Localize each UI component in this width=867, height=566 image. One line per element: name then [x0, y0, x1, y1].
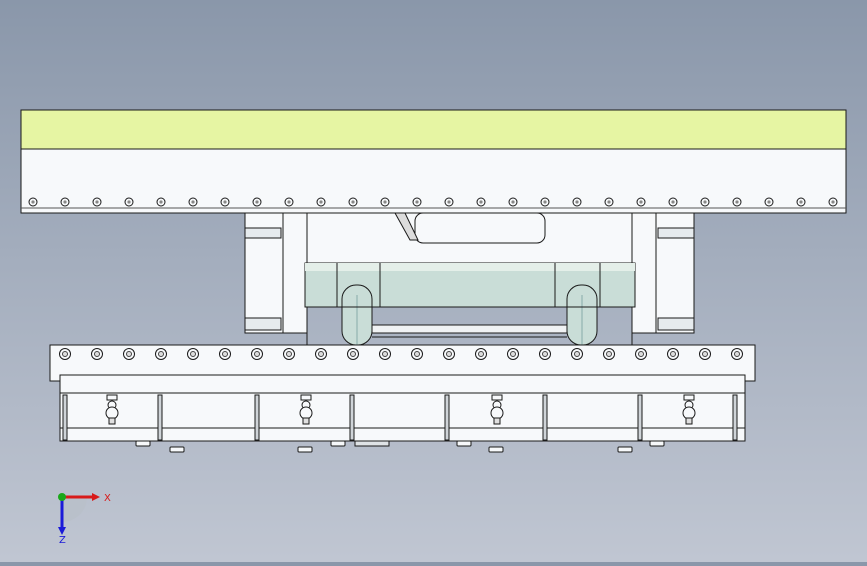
bottom-bolt [379, 348, 391, 360]
pin-assembly [105, 394, 119, 425]
base-foot [169, 446, 185, 453]
base-center-block [354, 440, 390, 447]
base-post [62, 394, 68, 441]
bottom-bolt [411, 348, 423, 360]
top-plate-bolts [28, 197, 838, 207]
top-bolt [92, 197, 102, 207]
base-foot [617, 446, 633, 453]
base-foot [135, 440, 151, 447]
bottom-bolt [219, 348, 231, 360]
bottom-bolt [731, 348, 743, 360]
bottom-bolt [155, 348, 167, 360]
top-bolt [124, 197, 134, 207]
top-bolt [380, 197, 390, 207]
bottom-bolt [123, 348, 135, 360]
pin-assembly [299, 394, 313, 425]
top-bolt [636, 197, 646, 207]
top-bolt [220, 197, 230, 207]
base-foot [297, 446, 313, 453]
z-arrow-head [58, 527, 66, 535]
base-spacers [62, 394, 738, 441]
bottom-bolt [59, 348, 71, 360]
top-bolt [732, 197, 742, 207]
top-bolt [572, 197, 582, 207]
top-plate-face [20, 109, 847, 150]
base-post [254, 394, 260, 441]
bottom-plate-bolts [59, 348, 743, 360]
top-bolt [796, 197, 806, 207]
top-bolt [284, 197, 294, 207]
top-bolt [508, 197, 518, 207]
bottom-bolt [635, 348, 647, 360]
base-post [637, 394, 643, 441]
top-bolt [156, 197, 166, 207]
top-bolt [316, 197, 326, 207]
top-bolt [604, 197, 614, 207]
x-arrow-head [92, 493, 100, 501]
bottom-bolt [667, 348, 679, 360]
base-post [157, 394, 163, 441]
base-post [732, 394, 738, 441]
pin-assembly [682, 394, 696, 425]
base-foot [456, 440, 472, 447]
top-bolt [188, 197, 198, 207]
top-bolt [348, 197, 358, 207]
top-bolt [28, 197, 38, 207]
top-bolt [60, 197, 70, 207]
bottom-bolt [571, 348, 583, 360]
bottom-bolt [699, 348, 711, 360]
top-bolt [764, 197, 774, 207]
top-bolt [700, 197, 710, 207]
z-axis-label: Z [59, 535, 66, 546]
pin-assembly [490, 394, 504, 425]
coordinate-triad: X Z [58, 493, 111, 546]
top-bolt [668, 197, 678, 207]
base-post [349, 394, 355, 441]
bottom-bolt [315, 348, 327, 360]
base-foot [330, 440, 346, 447]
base-post [542, 394, 548, 441]
frame-slot [414, 212, 546, 244]
base-feet [135, 440, 665, 453]
bottom-bolt [187, 348, 199, 360]
bottom-bolt [603, 348, 615, 360]
top-bolt [252, 197, 262, 207]
top-bolt [476, 197, 486, 207]
bottom-bolt [251, 348, 263, 360]
bottom-bolt [91, 348, 103, 360]
bottom-bolt [283, 348, 295, 360]
middle-mechanism [244, 212, 695, 346]
top-bolt [540, 197, 550, 207]
top-plate-side [20, 148, 847, 214]
bottom-plate [49, 344, 756, 453]
bottom-bolt [475, 348, 487, 360]
base-post [444, 394, 450, 441]
bottom-bolt [539, 348, 551, 360]
x-axis-label: X [104, 493, 111, 504]
base-foot [488, 446, 504, 453]
bottom-bolt [347, 348, 359, 360]
bottom-bolt [443, 348, 455, 360]
top-bolt [444, 197, 454, 207]
top-plate [20, 109, 847, 214]
base-body [59, 374, 746, 442]
top-bolt [412, 197, 422, 207]
base-foot [649, 440, 665, 447]
y-axis-dot [58, 493, 66, 501]
bottom-bolt [507, 348, 519, 360]
top-bolt [828, 197, 838, 207]
